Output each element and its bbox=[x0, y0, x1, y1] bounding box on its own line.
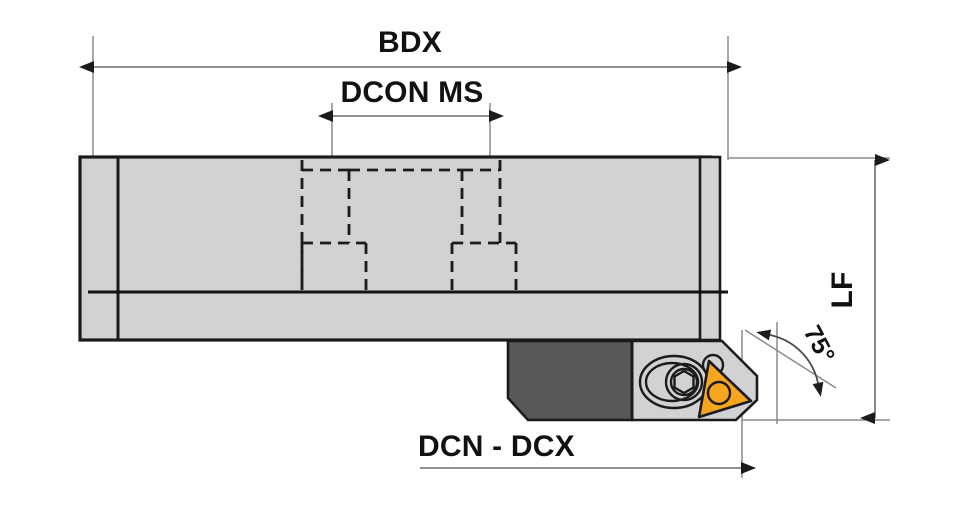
dimension-dcon-ms: DCON MS bbox=[318, 76, 504, 122]
shank-main-rect bbox=[78, 155, 712, 342]
dimension-bdx: BDX bbox=[79, 26, 742, 73]
internal-coolant-bores bbox=[300, 160, 518, 292]
shank-right-strip bbox=[698, 155, 722, 342]
dim-label-bdx: BDX bbox=[378, 26, 442, 59]
angle-arc bbox=[756, 329, 824, 397]
insert-triangle bbox=[697, 359, 753, 419]
dim-label-lf: LF bbox=[826, 271, 859, 308]
screw-hex-socket bbox=[673, 369, 695, 395]
dimension-lf: LF bbox=[826, 154, 890, 424]
insert-bore-circle bbox=[706, 380, 732, 406]
dimension-dcn-dcx: DCN - DCX bbox=[418, 430, 756, 474]
dim-label-dcn-dcx: DCN - DCX bbox=[418, 430, 575, 463]
screw-recess-circle bbox=[669, 367, 699, 397]
tool-block bbox=[506, 339, 634, 422]
cutting-insert bbox=[697, 353, 753, 419]
screw-head-circle bbox=[664, 362, 704, 402]
tool-block-shape bbox=[506, 339, 634, 422]
dim-label-dcon-ms: DCON MS bbox=[340, 76, 483, 109]
tool-shank-body bbox=[78, 155, 728, 342]
